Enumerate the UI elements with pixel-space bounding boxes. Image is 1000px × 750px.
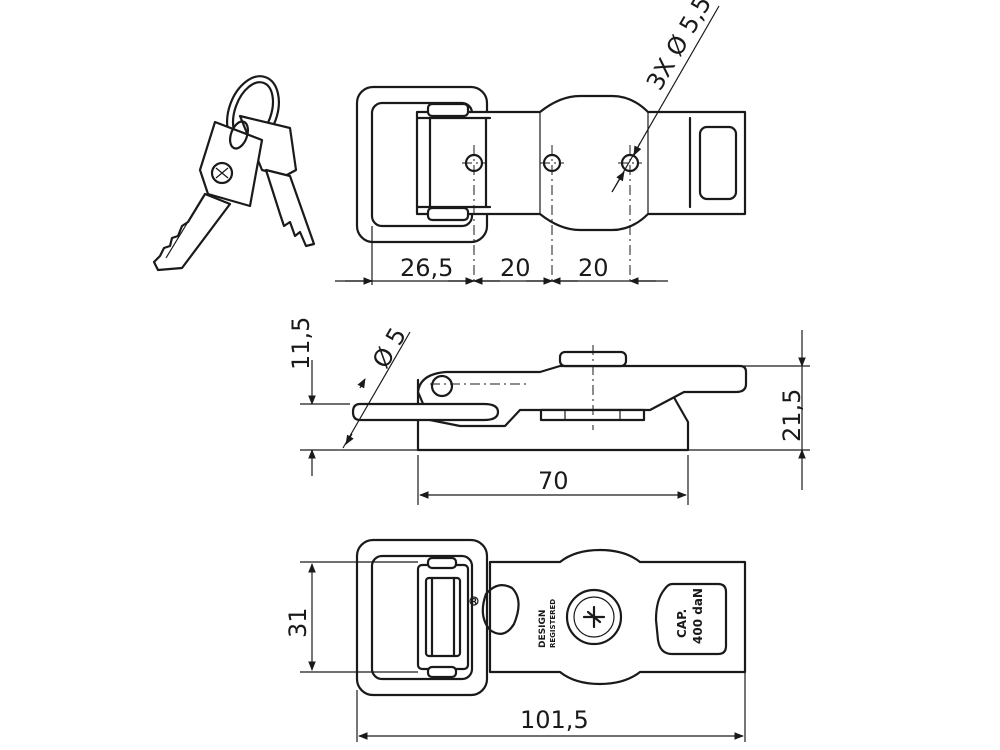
front-key	[152, 120, 264, 272]
top-view-dimensions	[335, 5, 720, 285]
dim-holes: 3X Ø 5,5	[641, 0, 717, 95]
dim-20-a: 20	[500, 254, 531, 282]
dim-101-5: 101,5	[520, 706, 589, 734]
side-view-dimensions	[308, 330, 806, 505]
lock-cylinder-icon	[565, 588, 623, 646]
dim-20-b: 20	[578, 254, 609, 282]
back-key	[238, 114, 316, 248]
registered-text: REGISTERED	[549, 599, 557, 648]
bottom-view: R DESIGN REGISTERED CAP. 400 daN	[355, 538, 747, 697]
bottom-view-dimensions	[300, 561, 746, 742]
registered-mark: R	[471, 597, 477, 606]
dim-26-5: 26,5	[400, 254, 453, 282]
dim-11-5: 11,5	[287, 317, 315, 370]
design-text: DESIGN	[538, 610, 548, 648]
dim-70: 70	[538, 467, 569, 495]
dim-pin-diameter: Ø 5	[367, 323, 412, 373]
side-view	[300, 345, 810, 452]
dim-31: 31	[284, 607, 312, 638]
top-view	[355, 85, 747, 285]
cap-text: CAP.	[675, 609, 689, 638]
cap-value-text: 400 daN	[691, 588, 705, 644]
keys-illustration	[152, 75, 316, 272]
dim-21-5: 21,5	[778, 389, 806, 442]
